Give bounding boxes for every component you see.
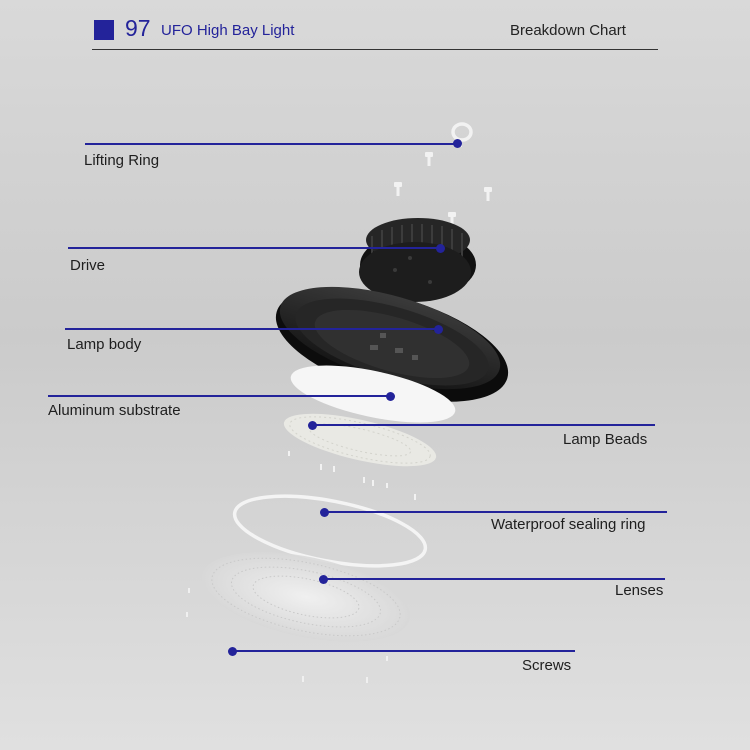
header-title: UFO High Bay Light (161, 22, 295, 39)
label-drive: Drive (70, 257, 106, 274)
label-lenses: Lenses (615, 582, 664, 599)
leader-dot (453, 139, 462, 148)
leader-dot (436, 244, 445, 253)
leader-line (323, 578, 665, 580)
label-lamp-beads: Lamp Beads (563, 431, 648, 448)
leader-line (232, 650, 575, 652)
leader-line (324, 511, 667, 513)
bead-screws (288, 451, 416, 500)
leader-line (65, 328, 438, 330)
label-lifting-ring: Lifting Ring (84, 152, 160, 169)
aluminum-substrate-part (290, 365, 456, 423)
lenses-part (201, 552, 411, 642)
drive-bolts (394, 152, 492, 226)
header-divider (92, 49, 658, 50)
drive-part (359, 218, 476, 302)
label-lamp-body: Lamp body (67, 336, 142, 353)
leader-dot (434, 325, 443, 334)
header-number: 97 (125, 15, 151, 41)
label-screws: Screws (522, 657, 572, 674)
leader-line (312, 424, 655, 426)
leader-line (85, 143, 458, 145)
label-sealing-ring: Waterproof sealing ring (491, 516, 646, 533)
leader-dot (386, 392, 395, 401)
label-aluminum-substrate: Aluminum substrate (48, 402, 181, 419)
leader-line (48, 395, 390, 397)
lamp-beads-part (283, 413, 437, 467)
leader-line (68, 247, 441, 249)
header-square-icon (94, 20, 114, 40)
lens-screws (186, 588, 388, 683)
chart-title: Breakdown Chart (510, 22, 626, 39)
